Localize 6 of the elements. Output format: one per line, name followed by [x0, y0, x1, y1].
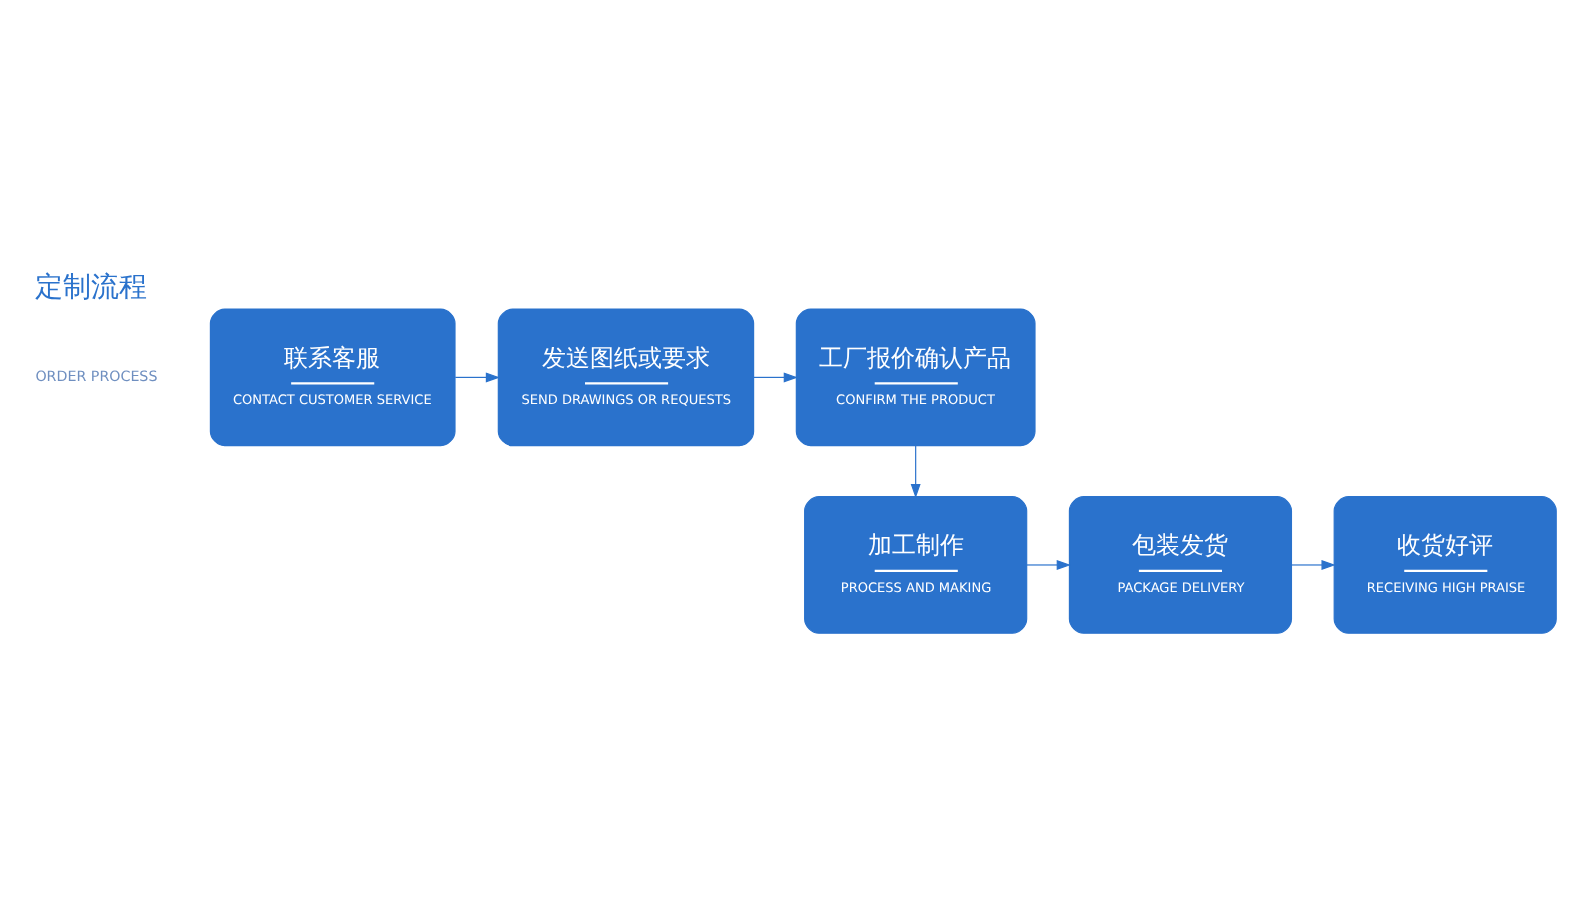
arrow — [1290, 560, 1335, 570]
diagram-title: 定制流程 — [34, 272, 147, 305]
arrow — [909, 445, 920, 499]
arrow — [1025, 560, 1070, 570]
arrow — [752, 372, 797, 383]
arrow — [453, 372, 500, 383]
